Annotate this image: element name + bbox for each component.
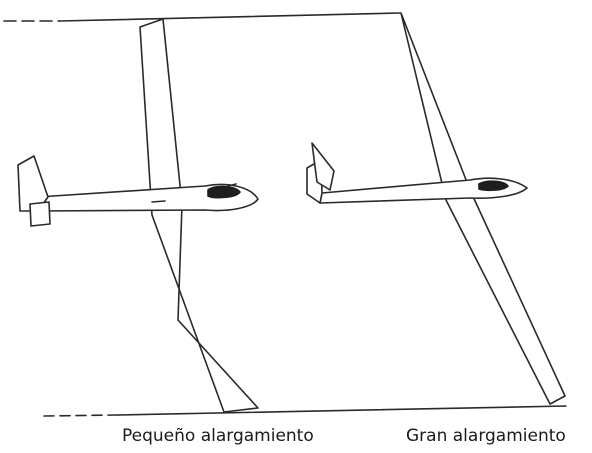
high-aspect-tailplane <box>311 142 335 191</box>
top-reference-line <box>3 12 401 22</box>
caption-low-aspect-ratio: Pequeño alargamiento <box>122 426 314 446</box>
low-aspect-fuselage <box>37 183 259 212</box>
high-aspect-wing <box>400 12 566 405</box>
high-aspect-canopy <box>478 180 509 192</box>
low-aspect-ratio-glider <box>17 18 259 413</box>
low-aspect-wing <box>139 18 259 413</box>
caption-high-aspect-ratio: Gran alargamiento <box>406 426 566 446</box>
high-aspect-ratio-glider <box>306 12 566 405</box>
high-aspect-fuselage <box>319 177 528 204</box>
low-aspect-tailplane <box>29 201 51 227</box>
low-aspect-canopy <box>207 185 241 199</box>
bottom-reference-line <box>43 405 567 417</box>
